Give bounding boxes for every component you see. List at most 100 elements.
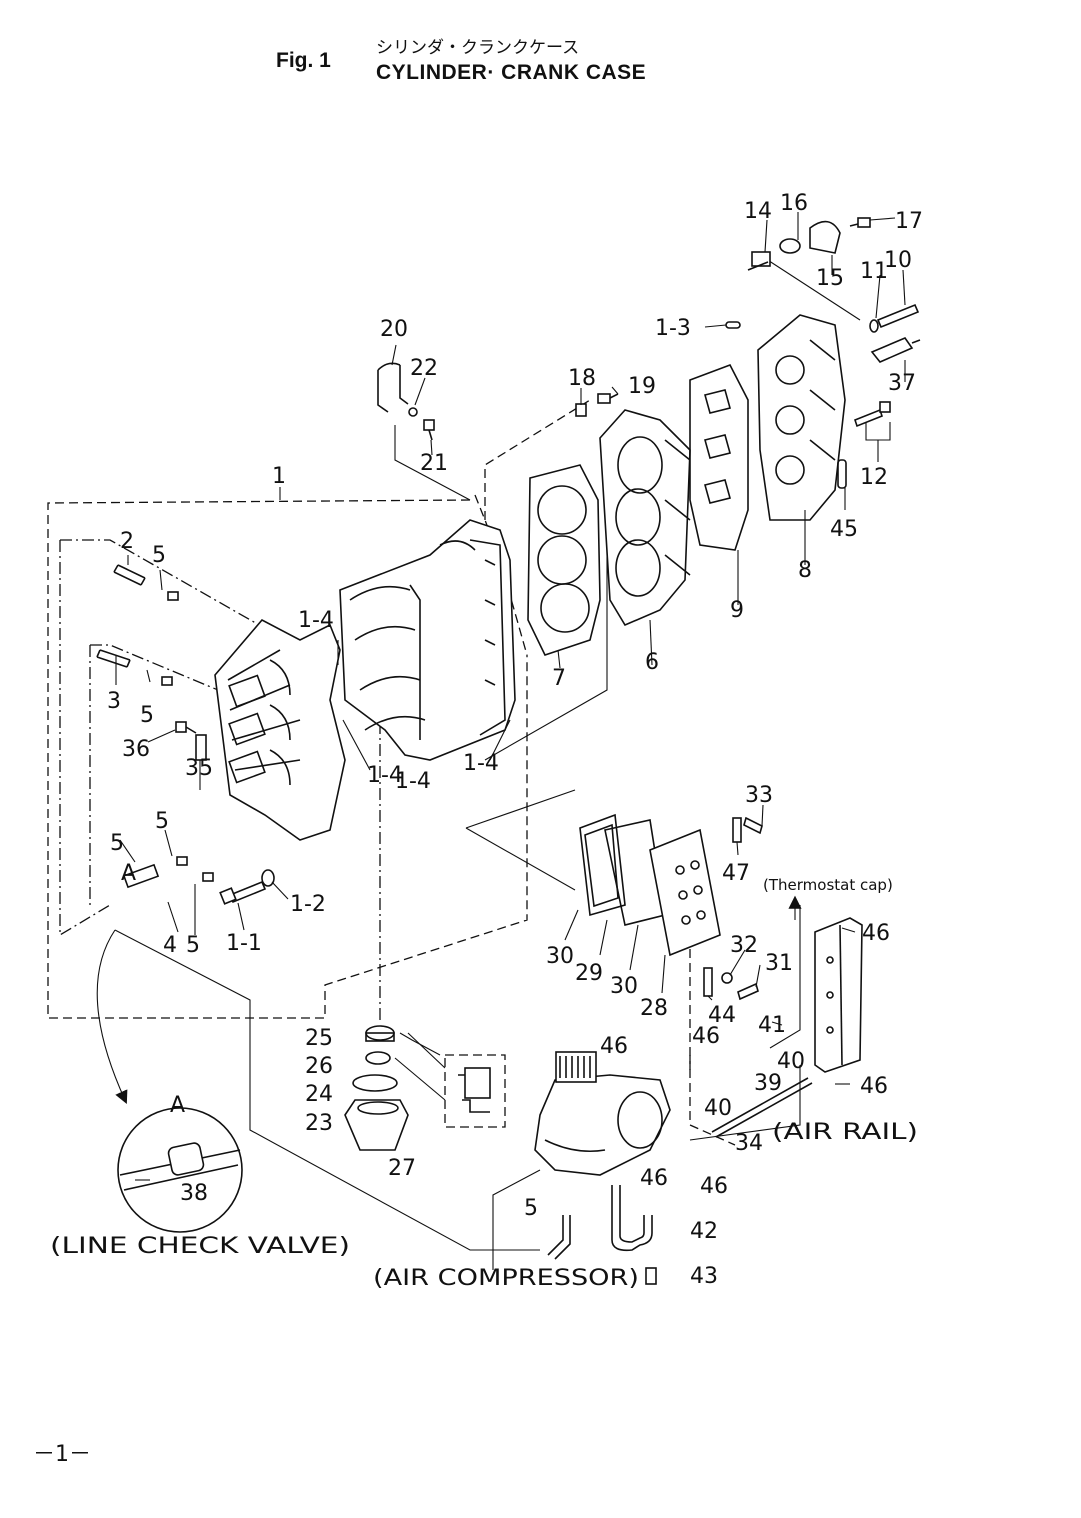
plug-19: [597, 393, 619, 404]
label-34: 34: [735, 1131, 763, 1156]
label-5b: 5: [140, 703, 154, 728]
label-40a: 40: [777, 1049, 805, 1074]
thermostat-gasket: [352, 1074, 398, 1092]
label-1-4-extra: 1-4: [395, 769, 431, 794]
air-compressor-label: (AIR COMPRESSOR): [373, 1266, 639, 1291]
cap-15: [809, 220, 841, 254]
label-46a: 46: [862, 921, 890, 946]
label-3: 3: [107, 689, 121, 714]
label-1: 1: [272, 464, 286, 489]
label-28: 28: [640, 996, 668, 1021]
label-38: 38: [180, 1181, 208, 1206]
label-6: 6: [645, 650, 659, 675]
label-30a: 30: [546, 944, 574, 969]
label-30b: 30: [610, 974, 638, 999]
title-japanese: シリンダ・クランクケース: [376, 38, 580, 58]
dowel-pin-2: [113, 564, 146, 586]
label-33: 33: [745, 783, 773, 808]
label-43: 43: [690, 1264, 718, 1289]
label-7: 7: [552, 666, 566, 691]
label-46d: 46: [860, 1074, 888, 1099]
label-1-2: 1-2: [290, 892, 326, 917]
sender-14: [747, 251, 771, 271]
label-8: 8: [798, 558, 812, 583]
plug-36: [175, 721, 197, 734]
label-44: 44: [708, 1003, 736, 1028]
thermostat-seal: [365, 1051, 391, 1065]
label-17: 17: [895, 209, 923, 234]
grommet-44: [703, 967, 713, 997]
cylinder-head: [599, 409, 691, 627]
label-29: 29: [575, 961, 603, 986]
label-19: 19: [628, 374, 656, 399]
label-37: 37: [888, 371, 916, 396]
label-21: 21: [420, 451, 448, 476]
guide-lines: [59, 254, 861, 1270]
head-cover: [757, 314, 846, 521]
label-16: 16: [780, 191, 808, 216]
hose-5: [547, 1215, 571, 1260]
washer-18: [575, 403, 587, 417]
label-1-3: 1-3: [655, 316, 691, 341]
label-5f: 5: [524, 1196, 538, 1221]
crankcase-block: [214, 618, 346, 841]
air-compressor: [534, 1051, 671, 1176]
bolt-21: [423, 419, 435, 441]
washer-22: [408, 407, 418, 417]
hose-42: [611, 1185, 653, 1252]
detail-circle-38: [117, 1107, 243, 1233]
label-5e: 5: [186, 933, 200, 958]
label-4: 4: [163, 933, 177, 958]
head-cover-gasket: [689, 364, 749, 551]
label-1-4c: 1-4: [463, 751, 499, 776]
label-35: 35: [185, 756, 213, 781]
label-47: 47: [722, 861, 750, 886]
dowel-pin-3: [96, 649, 131, 668]
nipple-5c: [176, 856, 188, 866]
nipple-5a: [167, 591, 179, 601]
label-42: 42: [690, 1219, 718, 1244]
screw-17: [849, 217, 871, 228]
label-24: 24: [305, 1082, 333, 1107]
label-18: 18: [568, 366, 596, 391]
cylinder-gasket: [527, 464, 601, 656]
label-10: 10: [884, 248, 912, 273]
label-2: 2: [120, 529, 134, 554]
grommet-47: [732, 817, 742, 843]
page-number: －1－: [33, 1442, 91, 1467]
line-check-valve-label: (LINE CHECK VALVE): [50, 1234, 350, 1259]
label-46c: 46: [692, 1024, 720, 1049]
air-rail-label: (AIR RAIL): [772, 1120, 918, 1145]
thermostat-cover: [344, 1099, 409, 1151]
thermostat: [365, 1025, 395, 1042]
group-labels: (LINE CHECK VALVE) (AIR COMPRESSOR) (AIR…: [50, 876, 918, 1291]
label-27: 27: [388, 1156, 416, 1181]
washer-1-2: [261, 869, 275, 887]
label-22: 22: [410, 356, 438, 381]
label-41: 41: [758, 1013, 786, 1038]
title-english: CYLINDER· CRANK CASE: [376, 61, 647, 84]
air-rail: [814, 917, 863, 1073]
spark-plug-37: [870, 337, 921, 363]
label-46e: 46: [640, 1166, 668, 1191]
detail-arrow: [96, 929, 128, 1105]
thermostat-cap-label: (Thermostat cap): [763, 876, 893, 894]
label-A-valve: A: [121, 861, 136, 886]
nipple-5b: [161, 676, 173, 686]
cylinder-block: [339, 519, 516, 761]
part-number-labels: 1 1-1 1-2 1-3 1-4 1-4 1-4 1-4 2 3 4 5 5 …: [107, 191, 923, 1289]
bolt-10: [876, 303, 920, 329]
label-11: 11: [860, 259, 888, 284]
washer-11: [869, 319, 879, 333]
leader-lines: [115, 212, 906, 1085]
figure-number: Fig. 1: [276, 49, 331, 72]
nipple-5d: [202, 872, 214, 882]
label-46b: 46: [600, 1034, 628, 1059]
bolt-1-1: [219, 880, 267, 905]
label-1-4b: 1-4: [367, 763, 403, 788]
air-rail-pipe: [711, 1077, 813, 1138]
label-25: 25: [305, 1026, 333, 1051]
bolt-12: [854, 401, 891, 428]
label-1-4a: 1-4: [298, 608, 334, 633]
